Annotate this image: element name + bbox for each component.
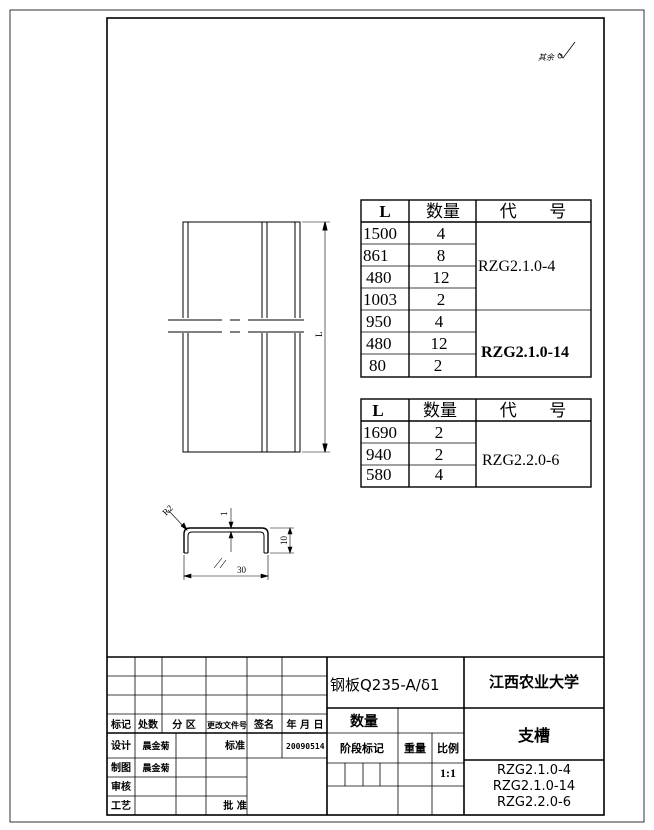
drawing-label: 制图 xyxy=(111,761,131,774)
table1-row-qty: 12 xyxy=(433,268,450,287)
standard-label: 标准 xyxy=(224,739,245,752)
table1-row-qty: 8 xyxy=(437,246,446,265)
process-label: 工艺 xyxy=(111,799,131,812)
review-label: 审核 xyxy=(111,780,131,793)
table2-row-l: 1690 xyxy=(363,423,397,442)
table2-row-qty: 4 xyxy=(435,465,444,484)
table1-row-l: 80 xyxy=(369,356,386,375)
table1-row-qty: 2 xyxy=(437,290,446,309)
rev-header-sign: 签名 xyxy=(253,718,274,731)
table-2 xyxy=(360,398,592,488)
design-label: 设计 xyxy=(111,739,131,752)
table2-row-qty: 2 xyxy=(435,445,444,464)
design-name: 晨金菊 xyxy=(142,740,169,752)
table2-row-l: 940 xyxy=(366,445,392,464)
outer-border xyxy=(9,9,645,823)
approve-label: 批 准 xyxy=(223,799,246,812)
table1-row-l: 950 xyxy=(366,312,392,331)
table1-header-code: 代 号 xyxy=(500,202,566,222)
scale-label: 比例 xyxy=(437,741,459,755)
rev-header-zone: 分 区 xyxy=(172,718,195,731)
rev-header-count: 处数 xyxy=(137,718,159,731)
material-label: 钢板Q235-A/δ1 xyxy=(330,676,440,694)
section-dimensions xyxy=(167,508,294,580)
design-date: 20090514 xyxy=(286,742,325,751)
drawing-name: 晨金菊 xyxy=(142,762,169,774)
rev-header-date: 年 月 日 xyxy=(287,718,324,731)
drawing-code-2: RZG2.1.0-14 xyxy=(493,779,575,794)
part-name: 支槽 xyxy=(517,726,550,745)
table2-header-code: 代 号 xyxy=(500,401,566,421)
roughness-symbol xyxy=(557,41,576,59)
table1-header-l: L xyxy=(379,202,390,221)
table1-row-l: 1003 xyxy=(363,290,397,309)
scale-value: 1:1 xyxy=(440,766,456,780)
drawing-code-3: RZG2.2.0-6 xyxy=(497,795,571,810)
table2-code: RZG2.2.0-6 xyxy=(482,452,559,469)
thickness-label: 1 xyxy=(219,512,229,517)
university-name: 江西农业大学 xyxy=(489,673,579,691)
table1-row-l: 480 xyxy=(366,268,392,287)
table1-row-l: 1500 xyxy=(363,224,397,243)
length-dim-label: L xyxy=(314,332,324,338)
table1-row-l: 861 xyxy=(363,246,389,265)
table1-row-l: 480 xyxy=(366,334,392,353)
table1-code-2: RZG2.1.0-14 xyxy=(481,344,569,361)
weight-label: 重量 xyxy=(404,741,426,755)
inner-border xyxy=(106,17,605,816)
title-block xyxy=(107,656,604,815)
table1-row-qty: 4 xyxy=(437,224,446,243)
table1-row-qty: 12 xyxy=(431,334,448,353)
table2-header-qty: 数量 xyxy=(423,401,457,421)
quantity-label: 数量 xyxy=(350,713,378,730)
height-label: 10 xyxy=(279,536,289,546)
width-label: 30 xyxy=(237,565,247,575)
table2-header-l: L xyxy=(372,401,383,420)
roughness-note: 其余 xyxy=(538,53,555,62)
table1-row-qty: 2 xyxy=(434,356,443,375)
stage-mark-label: 阶段标记 xyxy=(340,741,384,755)
rev-header-doc: 更改文件号 xyxy=(207,720,247,730)
table1-code-1: RZG2.1.0-4 xyxy=(478,258,555,275)
rev-header-mark: 标记 xyxy=(110,718,131,731)
drawing-code-1: RZG2.1.0-4 xyxy=(497,763,571,778)
table2-row-l: 580 xyxy=(366,465,392,484)
table1-header-qty: 数量 xyxy=(426,202,460,222)
table2-row-qty: 2 xyxy=(435,423,444,442)
section-view xyxy=(183,527,269,554)
front-view xyxy=(168,221,330,453)
table-1 xyxy=(360,199,592,378)
table1-row-qty: 4 xyxy=(435,312,444,331)
